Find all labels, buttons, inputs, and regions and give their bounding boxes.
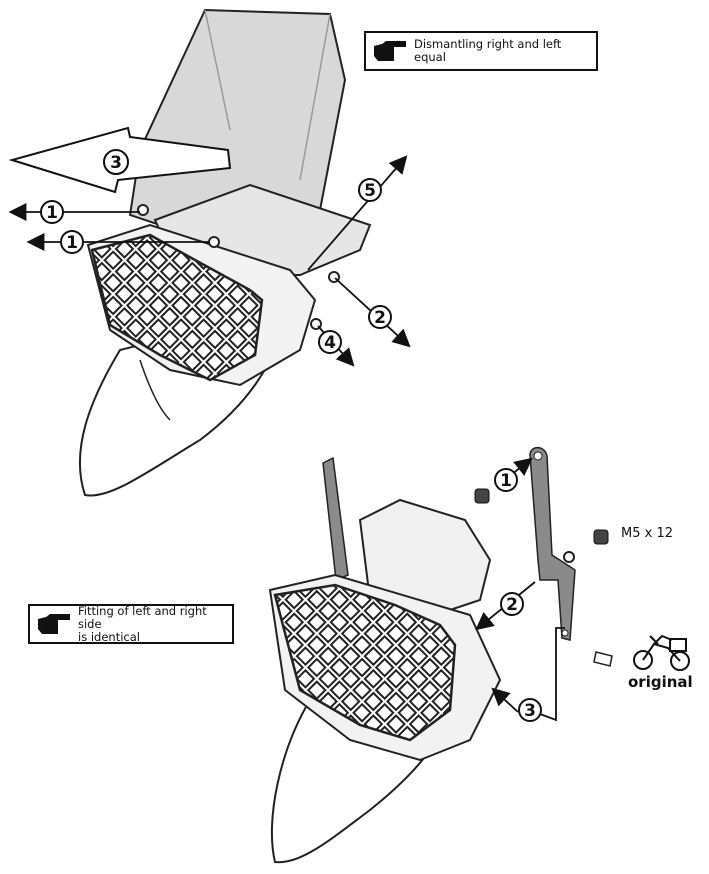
callout-3-bottom: 3 bbox=[518, 698, 542, 722]
svg-text:2: 2 bbox=[506, 595, 518, 615]
bottom-assembly bbox=[268, 446, 613, 864]
hand-pointer-icon bbox=[374, 41, 406, 61]
left-bracket bbox=[322, 456, 349, 582]
original-label: original bbox=[628, 673, 693, 691]
svg-text:4: 4 bbox=[324, 333, 336, 353]
svg-text:3: 3 bbox=[524, 701, 536, 721]
callout-3-top: 3 bbox=[103, 149, 129, 175]
callout-1a: 1 bbox=[40, 200, 64, 224]
svg-text:3: 3 bbox=[110, 153, 122, 173]
hand-pointer-icon bbox=[38, 614, 70, 634]
note-fitting: Fitting of left and right side is identi… bbox=[28, 604, 234, 644]
right-bracket bbox=[529, 446, 576, 641]
bolt-upper bbox=[474, 488, 490, 504]
callout-1-bottom: 1 bbox=[494, 468, 518, 492]
callout-4: 4 bbox=[318, 330, 342, 354]
headlight-grille-bottom bbox=[273, 583, 457, 742]
motorcycle-icon bbox=[633, 634, 690, 671]
svg-text:5: 5 bbox=[364, 181, 376, 201]
note-dismantling: Dismantling right and left equal bbox=[364, 31, 598, 71]
washer bbox=[563, 551, 575, 563]
bolt-original bbox=[593, 651, 613, 667]
svg-text:1: 1 bbox=[66, 233, 78, 253]
note-dismantling-text: Dismantling right and left equal bbox=[414, 37, 562, 64]
note-fitting-text: Fitting of left and right side is identi… bbox=[78, 603, 207, 644]
headlight-grille-top bbox=[90, 233, 264, 382]
callout-5: 5 bbox=[358, 178, 382, 202]
callout-1b: 1 bbox=[60, 230, 84, 254]
svg-text:1: 1 bbox=[500, 471, 512, 491]
callout-2-top: 2 bbox=[368, 305, 392, 329]
callout-2-bottom: 2 bbox=[500, 592, 524, 616]
top-assembly bbox=[78, 8, 372, 497]
svg-text:2: 2 bbox=[374, 308, 386, 328]
screw-size-label: M5 x 12 bbox=[621, 526, 673, 541]
bolt-m5 bbox=[593, 529, 609, 545]
svg-text:1: 1 bbox=[46, 203, 58, 223]
